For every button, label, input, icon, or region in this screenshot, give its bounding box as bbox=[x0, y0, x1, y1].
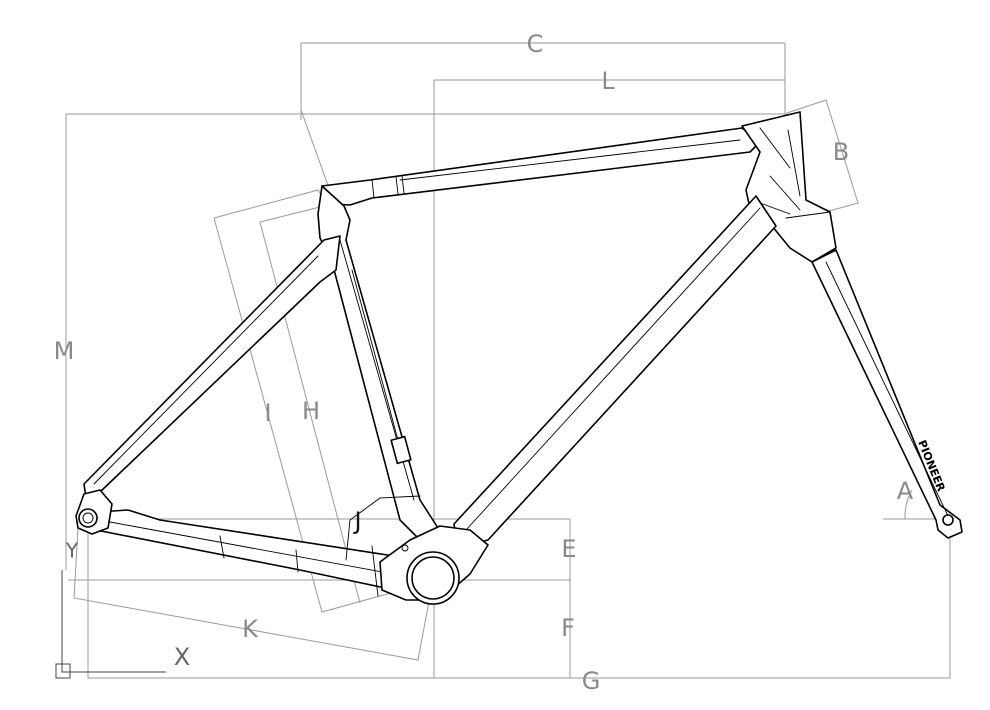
seat-tube-bottle-mount bbox=[390, 435, 412, 465]
seat-stay bbox=[83, 235, 341, 499]
label-f: F bbox=[561, 614, 575, 642]
chain-stay bbox=[95, 509, 421, 595]
fork bbox=[811, 249, 963, 539]
dim-g bbox=[87, 525, 951, 679]
fork-dropout bbox=[942, 514, 954, 526]
down-tube bbox=[453, 195, 777, 549]
axis-lines-icon bbox=[61, 570, 166, 673]
head-tube bbox=[741, 111, 837, 263]
label-g: G bbox=[582, 667, 601, 695]
label-j: J bbox=[352, 507, 361, 535]
top-tube bbox=[321, 127, 761, 206]
axis-label-x: X bbox=[174, 643, 190, 671]
label-b: B bbox=[833, 138, 849, 166]
label-m: M bbox=[54, 337, 75, 365]
axis-label-y: Y bbox=[65, 539, 79, 563]
label-e: E bbox=[561, 535, 576, 563]
label-c: C bbox=[527, 30, 544, 58]
label-a: A bbox=[897, 477, 914, 505]
dim-k bbox=[73, 527, 433, 661]
axis-origin-icon bbox=[55, 663, 71, 679]
axis-indicator: Y X bbox=[55, 539, 190, 679]
dim-b bbox=[786, 99, 859, 215]
label-i: I bbox=[264, 399, 271, 427]
dimension-lines bbox=[65, 42, 951, 679]
label-l: L bbox=[601, 67, 615, 95]
label-k: K bbox=[242, 615, 259, 643]
dim-c bbox=[300, 42, 786, 120]
rear-axle bbox=[78, 508, 98, 528]
dimension-labels: C L B M I H J A E F K G bbox=[54, 30, 914, 695]
dim-m bbox=[65, 113, 788, 570]
bicycle-frame: PIONEER bbox=[75, 111, 963, 605]
label-h: H bbox=[302, 397, 320, 425]
